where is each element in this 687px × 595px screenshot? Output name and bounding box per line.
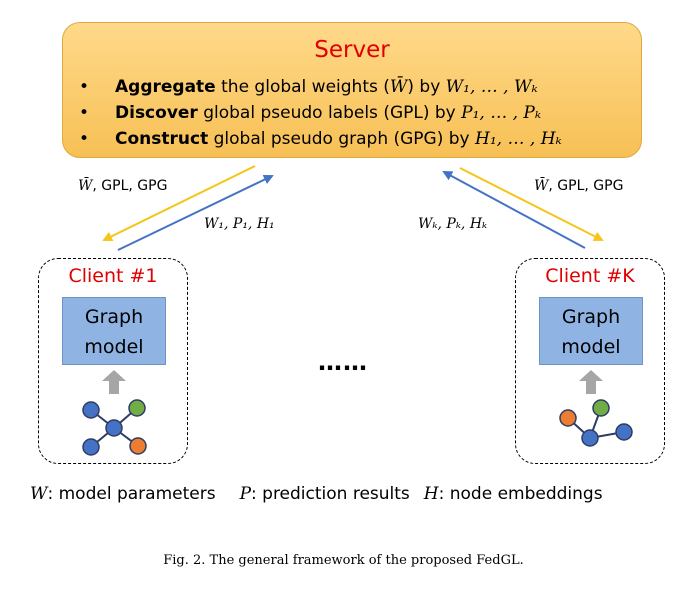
client-1-graph-model: Graph model bbox=[62, 297, 166, 365]
server-bullets: • Aggregate the global weights (W̄) by W… bbox=[79, 77, 639, 155]
right-down-arrow bbox=[459, 167, 604, 241]
legend-h-symbol: H bbox=[423, 484, 439, 504]
legend-w-symbol: W bbox=[30, 484, 48, 504]
client-1-graph-icon bbox=[82, 399, 147, 456]
client-k-box: Client #K Graph model bbox=[515, 258, 665, 464]
ellipsis: …… bbox=[318, 348, 368, 376]
left-up-arrow bbox=[117, 174, 274, 251]
figure-caption: Fig. 2. The general framework of the pro… bbox=[163, 553, 524, 568]
bullet-discover: • Discover global pseudo labels (GPL) by… bbox=[79, 103, 542, 123]
client-k-graph-model: Graph model bbox=[539, 297, 643, 365]
up-arrow-icon bbox=[579, 370, 603, 394]
legend-p-text: : prediction results bbox=[251, 484, 410, 504]
client-k-graph-icon bbox=[559, 399, 633, 447]
bullet-icon: • bbox=[79, 77, 90, 97]
bullet-bold: Discover bbox=[115, 103, 198, 123]
legend-w-text: : model parameters bbox=[47, 484, 216, 504]
left-down-arrow bbox=[102, 165, 256, 241]
left-down-label: W̄, GPL, GPG bbox=[78, 178, 168, 194]
legend-p-symbol: P bbox=[239, 484, 252, 504]
up-arrow-icon bbox=[102, 370, 126, 394]
bullet-aggregate: • Aggregate the global weights (W̄) by W… bbox=[79, 77, 538, 97]
bullet-bold: Aggregate bbox=[115, 77, 216, 97]
client-k-title: Client #K bbox=[545, 265, 635, 287]
right-up-label: Wₖ, Pₖ, Hₖ bbox=[418, 216, 488, 232]
server-title: Server bbox=[314, 37, 390, 63]
server-box: Server • Aggregate the global weights (W… bbox=[62, 22, 642, 158]
right-up-arrow bbox=[442, 171, 586, 249]
legend-h-text: : node embeddings bbox=[438, 484, 603, 504]
bullet-icon: • bbox=[79, 129, 90, 149]
right-down-label: W̄, GPL, GPG bbox=[534, 178, 624, 194]
bullet-bold: Construct bbox=[115, 129, 209, 149]
bullet-construct: • Construct global pseudo graph (GPG) by… bbox=[79, 129, 562, 149]
legend: W: model parameters P: prediction results… bbox=[30, 484, 603, 504]
client-1-box: Client #1 Graph model bbox=[38, 258, 188, 464]
bullet-icon: • bbox=[79, 103, 90, 123]
client-1-title: Client #1 bbox=[68, 265, 158, 287]
left-up-label: W₁, P₁, H₁ bbox=[204, 216, 275, 232]
